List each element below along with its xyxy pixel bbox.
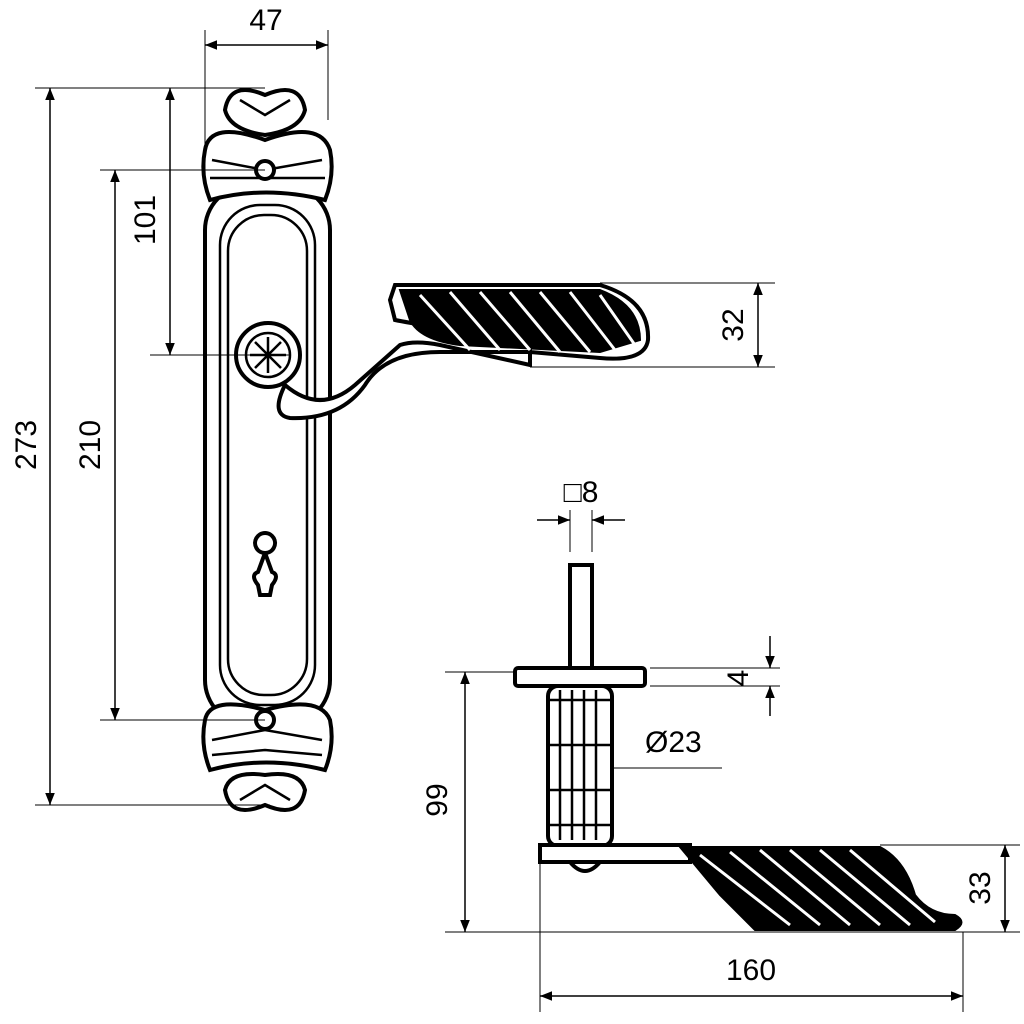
dim-plate-width: 47	[249, 4, 282, 37]
lever-boss	[565, 860, 605, 873]
rose-flange	[513, 666, 647, 688]
dim-overall-height: 273	[10, 420, 43, 470]
side-dimensions: □8 4 Ø23 99 33 160	[421, 476, 1020, 1012]
dim-neck-diameter: Ø23	[645, 726, 702, 759]
dim-lever-height-front: 32	[717, 308, 750, 341]
backplate	[203, 183, 332, 727]
dim-rose-thickness: 4	[722, 670, 755, 687]
lever-base	[538, 843, 692, 864]
lever-handle	[276, 283, 651, 421]
dim-projection: 99	[421, 783, 454, 816]
dim-fixing-centres: 210	[74, 420, 107, 470]
side-view	[513, 563, 963, 931]
front-dimensions: 47 273 210 101 32	[10, 4, 775, 806]
front-view	[201, 88, 651, 812]
side-lever	[677, 846, 963, 931]
dim-lever-length: 160	[726, 954, 776, 987]
top-ornament	[201, 88, 334, 203]
dim-top-to-rosette: 101	[129, 195, 162, 245]
keyhole-icon	[252, 531, 278, 597]
neck	[546, 684, 614, 848]
bottom-ornament	[201, 702, 334, 812]
spindle	[568, 563, 594, 672]
dim-spindle-square: □8	[564, 476, 599, 509]
dim-lever-height-side: 33	[964, 871, 997, 904]
